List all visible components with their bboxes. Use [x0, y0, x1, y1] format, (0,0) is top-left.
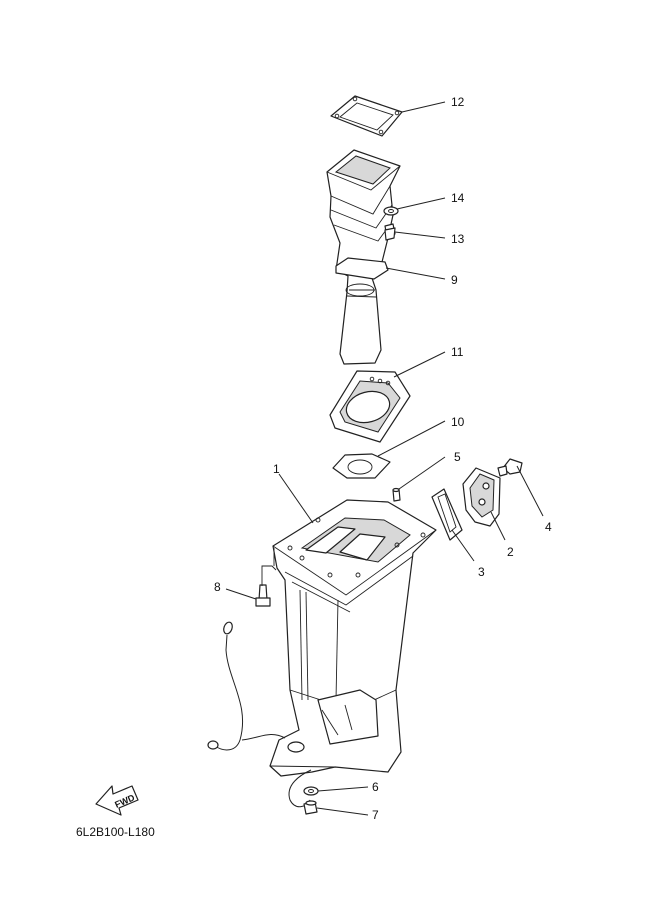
- part-11-seal: [329, 370, 411, 443]
- callout-1: 1: [273, 462, 280, 476]
- part-8-bolt: [255, 565, 277, 607]
- ground-wire: [207, 621, 286, 751]
- part-4-screw: [497, 458, 523, 477]
- callout-5: 5: [454, 450, 461, 464]
- callout-labels: 12 14 13 9 11 10 5 1 4 2 3 8 6 7: [214, 95, 552, 822]
- part-9-exhaust-guide: [326, 149, 401, 365]
- part-13-bolt: [384, 223, 396, 241]
- part-14-washer: [383, 206, 399, 216]
- part-1-upper-casing: [269, 499, 437, 777]
- callout-2: 2: [507, 545, 514, 559]
- callout-11: 11: [451, 345, 464, 359]
- callout-4: 4: [545, 520, 552, 534]
- callout-3: 3: [478, 565, 485, 579]
- part-7-bolt: [303, 800, 318, 815]
- part-2-cover: [462, 467, 501, 527]
- callout-6: 6: [372, 780, 379, 794]
- callout-8: 8: [214, 580, 221, 594]
- callout-12: 12: [451, 95, 465, 109]
- fwd-arrow-icon: FWD: [95, 785, 139, 816]
- part-10-gasket: [332, 453, 391, 479]
- callout-13: 13: [451, 232, 465, 246]
- part-5-dowel-pin: [392, 487, 401, 502]
- leader-lines: [225, 101, 544, 816]
- diagram-code: 6L2B100-L180: [76, 825, 155, 839]
- callout-7: 7: [372, 808, 379, 822]
- callout-10: 10: [451, 415, 465, 429]
- callout-14: 14: [451, 191, 465, 205]
- part-12-gasket: [330, 95, 403, 137]
- callout-9: 9: [451, 273, 458, 287]
- part-3-gasket: [431, 488, 463, 541]
